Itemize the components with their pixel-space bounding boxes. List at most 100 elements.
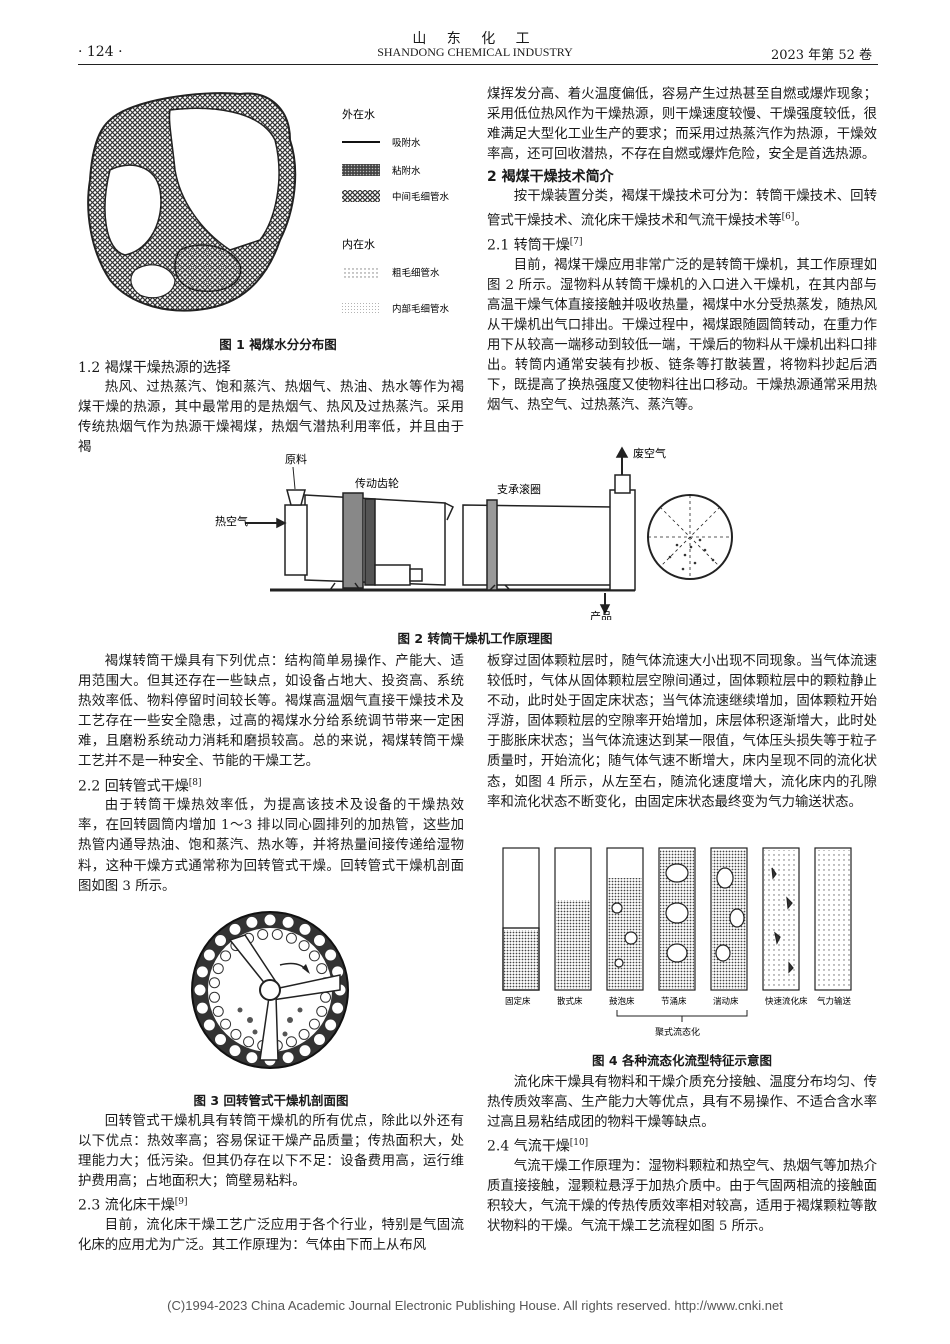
heating-tube bbox=[312, 934, 326, 948]
section-heading-2-1: 2.1 转筒干燥[7] bbox=[487, 237, 583, 254]
page-number: · 124 · bbox=[78, 44, 123, 60]
heating-tube bbox=[316, 963, 328, 975]
rotary-dryer-diagram: 原料 热空气 传动齿轮 支承滚圈 废空气 产品 bbox=[215, 446, 733, 623]
right-top-column: 煤挥发分高、着火温度偏低，容易产生过热甚至自燃或爆炸现象；采用低位热风作为干燥热… bbox=[487, 85, 877, 416]
heating-tube bbox=[202, 1018, 216, 1032]
heating-tube bbox=[271, 928, 283, 940]
paragraph: 由于转筒干燥热效率低，为提高该技术及设备的干燥热效率，在回转圆筒内增加 1～3 … bbox=[78, 798, 464, 894]
header-rule bbox=[78, 64, 878, 65]
legend-item: 吸附水 bbox=[392, 137, 421, 149]
heating-tube bbox=[298, 922, 312, 936]
fig2-label-product: 产品 bbox=[590, 609, 612, 620]
paragraph: 回转管式干燥机具有转筒干燥机的所有优点，除此以外还有以下优点：热效率高；容易保证… bbox=[78, 1114, 464, 1190]
heating-tube bbox=[285, 1036, 297, 1048]
volume-label: 2023 年第 52 卷 bbox=[770, 48, 872, 63]
figure-2: 原料 热空气 传动齿轮 支承滚圈 废空气 产品 bbox=[215, 445, 735, 623]
heating-tube bbox=[245, 915, 259, 929]
figure-4-caption: 图 4 各种流态化流型特征示意图 bbox=[592, 1053, 772, 1068]
right-mid-column: 板穿过固体颗粒层时，随气体流速大小出现不同现象。当气体流速较低时，气体从固体颗粒… bbox=[487, 652, 877, 813]
coal-moisture-diagram: 外在水 吸附水 粘附水 中间毛细管水 内在水 粗毛细管水 内部毛细管水 bbox=[87, 92, 450, 315]
legend-item: 中间毛细管水 bbox=[392, 191, 450, 203]
legend-item: 粘附水 bbox=[392, 165, 421, 177]
heating-tube bbox=[228, 922, 242, 936]
fig2-label-raw: 原料 bbox=[285, 452, 307, 466]
section-heading-2-4: 2.4 气流干燥[10] bbox=[487, 1138, 589, 1155]
fig2-label-ring: 支承滚圈 bbox=[497, 482, 541, 496]
left-bottom-column: 回转管式干燥机具有转筒干燥机的所有优点，除此以外还有以下优点：热效率高；容易保证… bbox=[78, 1112, 464, 1256]
section-heading-2-3: 2.3 流化床干燥[9] bbox=[78, 1197, 188, 1215]
left-mid-column: 褐煤转筒干燥具有下列优点：结构简单易操作、产能大、适用范围大。但其还存在一些缺点… bbox=[78, 652, 464, 897]
heating-tube bbox=[214, 1032, 228, 1046]
heating-tube bbox=[257, 928, 269, 940]
heating-tube bbox=[202, 948, 216, 962]
fig4-col-label: 气力输送 bbox=[817, 996, 852, 1007]
fig2-label-hot-air: 热空气 bbox=[215, 514, 248, 528]
heating-tube bbox=[212, 1005, 224, 1017]
fig4-col-label: 湍动床 bbox=[713, 996, 739, 1007]
paragraph: 板穿过固体颗粒层时，随气体流速大小出现不同现象。当气体流速较低时，气体从固体颗粒… bbox=[487, 654, 877, 810]
heating-tube bbox=[298, 1044, 312, 1058]
legend-item: 粗毛细管水 bbox=[392, 267, 440, 279]
heating-tube bbox=[281, 1051, 295, 1065]
paragraph: 目前，褐煤干燥应用非常广泛的是转筒干燥机，其工作原理如图 2 所示。湿物料从转筒… bbox=[487, 257, 877, 414]
left-top-column: 1.2 褐煤干燥热源的选择 热风、过热蒸汽、饱和蒸汽、热烟气、热油、热水等作为褐… bbox=[78, 358, 464, 458]
journal-title-cn: 山 东 化 工 bbox=[412, 31, 538, 47]
figure-4: 固定床 散式床 鼓泡床 节涌床 湍动床 快速流化床 气力输送 聚式流态化 bbox=[497, 838, 867, 1043]
heating-tube bbox=[208, 991, 220, 1003]
legend-inner-title: 内在水 bbox=[342, 237, 375, 251]
heating-tube bbox=[208, 977, 220, 989]
copyright-footer: (C)1994-2023 China Academic Journal Elec… bbox=[167, 1298, 783, 1313]
heating-tube bbox=[331, 1001, 345, 1015]
heating-tube bbox=[228, 1044, 242, 1058]
heating-tube bbox=[324, 1018, 338, 1032]
heating-tube bbox=[285, 932, 297, 944]
figure-1: 外在水 吸附水 粘附水 中间毛细管水 内在水 粗毛细管水 内部毛细管水 bbox=[80, 80, 475, 325]
heating-tube bbox=[320, 991, 332, 1003]
heating-tube bbox=[316, 1005, 328, 1017]
heating-tube bbox=[195, 1001, 209, 1015]
legend-item: 内部毛细管水 bbox=[392, 303, 450, 315]
fig4-col-label: 固定床 bbox=[505, 996, 531, 1007]
heating-tube bbox=[308, 950, 320, 962]
fig4-col-label: 鼓泡床 bbox=[609, 996, 635, 1007]
section-heading-2-2: 2.2 回转管式干燥[8] bbox=[78, 777, 202, 795]
paragraph: 气流干燥工作原理为：湿物料颗粒和热空气、热烟气等加热介质直接接触，湿颗粒悬浮于加… bbox=[487, 1158, 877, 1235]
heating-tube bbox=[220, 1018, 232, 1030]
heating-tube bbox=[298, 940, 310, 952]
heating-tube bbox=[220, 950, 232, 962]
heating-tube bbox=[263, 913, 277, 927]
fluidization-regimes-diagram: 固定床 散式床 鼓泡床 节涌床 湍动床 快速流化床 气力输送 聚式流态化 bbox=[502, 847, 852, 1038]
section-heading-2: 2 褐煤干燥技术简介 bbox=[487, 169, 614, 186]
fig4-group-label: 聚式流态化 bbox=[655, 1026, 700, 1038]
figure-3-caption: 图 3 回转管式干燥机剖面图 bbox=[193, 1093, 349, 1108]
heating-tube bbox=[243, 1036, 255, 1048]
legend-outer-title: 外在水 bbox=[342, 108, 375, 121]
heating-tube bbox=[230, 1028, 242, 1040]
heating-tube bbox=[195, 965, 209, 979]
heating-tube bbox=[212, 963, 224, 975]
fig2-label-exhaust: 废空气 bbox=[633, 446, 666, 460]
paragraph: 热风、过热蒸汽、饱和蒸汽、热烟气、热油、热水等作为褐煤干燥的热源，其中最常用的是… bbox=[78, 380, 464, 456]
paragraph: 流化床干燥具有物料和干燥介质充分接触、温度分布均匀、传热传质效率高、生产能力大等… bbox=[487, 1075, 877, 1131]
rotary-tube-dryer-section bbox=[191, 911, 349, 1069]
heating-tube bbox=[281, 915, 295, 929]
heating-tube bbox=[245, 1051, 259, 1065]
right-bottom-column: 流化床干燥具有物料和干燥介质充分接触、温度分布均匀、传热传质效率高、生产能力大等… bbox=[487, 1073, 877, 1237]
fig4-col-label: 节涌床 bbox=[661, 996, 687, 1007]
fig2-label-gear: 传动齿轮 bbox=[355, 476, 399, 490]
fig4-col-label: 快速流化床 bbox=[765, 996, 808, 1007]
heating-tube bbox=[312, 1032, 326, 1046]
figure-1-caption: 图 1 褐煤水分分布图 bbox=[219, 337, 337, 352]
paragraph: 褐煤转筒干燥具有下列优点：结构简单易操作、产能大、适用范围大。但其还存在一些缺点… bbox=[78, 654, 464, 770]
heating-tube bbox=[324, 948, 338, 962]
heating-tube bbox=[298, 1028, 310, 1040]
figure-2-caption: 图 2 转筒干燥机工作原理图 bbox=[397, 631, 553, 646]
heating-tube bbox=[214, 934, 228, 948]
paragraph: 按干燥装置分类，褐煤干燥技术可分为：转筒干燥技术、回转管式干燥技术、流化床干燥技… bbox=[487, 189, 877, 229]
figure-3 bbox=[190, 910, 350, 1070]
section-heading-1-2: 1.2 褐煤干燥热源的选择 bbox=[78, 360, 231, 376]
journal-title-en: SHANDONG CHEMICAL INDUSTRY bbox=[377, 45, 573, 59]
fig4-col-label: 散式床 bbox=[557, 996, 583, 1007]
paragraph: 目前，流化床干燥工艺广泛应用于各个行业，特别是气固流化床的应用尤为广泛。其工作原… bbox=[78, 1218, 464, 1254]
heating-tube bbox=[308, 1018, 320, 1030]
